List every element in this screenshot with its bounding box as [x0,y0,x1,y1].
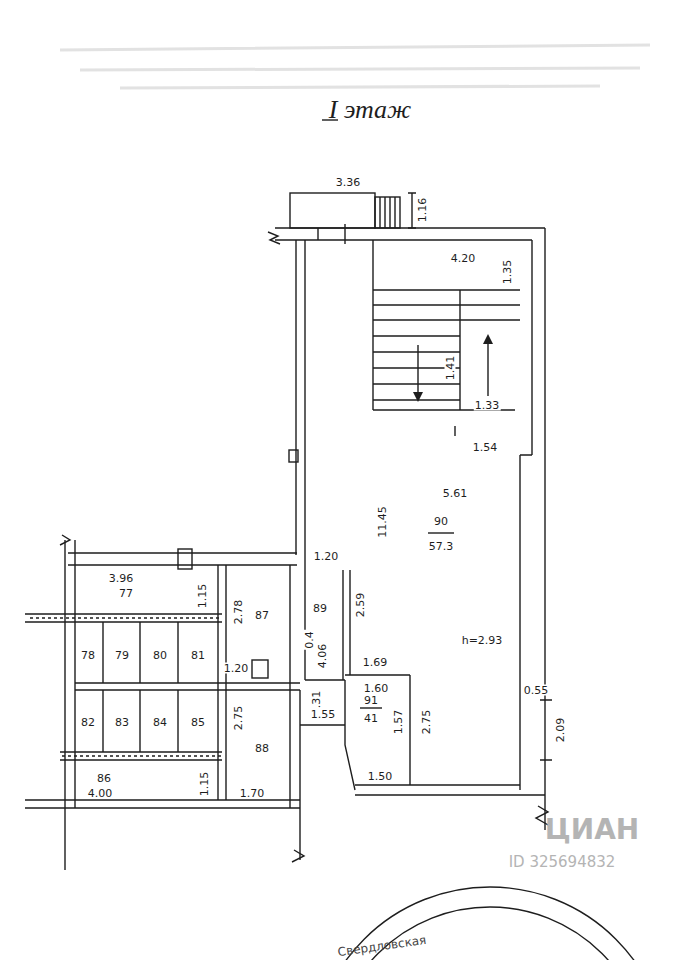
plan-label: 1.70 [239,788,266,799]
plan-label: 57.3 [428,541,455,552]
plan-label: 4.00 [87,788,114,799]
plan-label: 4.20 [450,253,477,264]
plan-label: 87 [254,610,270,621]
plan-label: 1.15 [199,771,210,798]
plan-label: 1.60 [363,683,390,694]
plan-label: 85 [190,717,206,728]
plan-label: 79 [114,650,130,661]
plan-label: 83 [114,717,130,728]
plan-label: 82 [80,717,96,728]
plan-label: 2.75 [233,705,244,732]
plan-label: 80 [152,650,168,661]
watermark: ЦИАН [544,816,641,844]
plan-label: 1.50 [367,771,394,782]
plan-label: 5.61 [442,488,469,499]
plan-label: 81 [190,650,206,661]
plan-label: 2.75 [421,709,432,736]
plan-label: 2.09 [555,717,566,744]
plan-label: 89 [312,603,328,614]
plan-label: 3.96 [108,573,135,584]
plan-label: 1.69 [362,657,389,668]
plan-label: 88 [254,743,270,754]
plan-label: 0.4 [304,630,315,650]
plan-label: 1.57 [393,709,404,736]
plan-label: 2.78 [233,599,244,626]
plan-label: h=2.93 [461,635,504,646]
plan-label: 84 [152,717,168,728]
plan-label: 1.20 [313,551,340,562]
plan-label: 1.20 [223,663,250,674]
plan-label: 90 [433,516,449,527]
watermark: ID 325694832 [508,855,617,870]
stamp-text: Свердловская [336,934,428,959]
plan-label: 1.15 [197,583,208,610]
plan-label: 86 [96,773,112,784]
plan-label: 1.35 [502,259,513,286]
plan-label: 2.59 [355,592,366,619]
plan-label: 1.41 [445,355,456,382]
plan-label: 78 [80,650,96,661]
plan-label: 1.16 [417,197,428,224]
plan-label: 3.36 [335,177,362,188]
plan-label: 0.55 [523,685,550,696]
floor-title: I этаж [329,97,412,123]
plan-label: 4.06 [317,643,328,670]
plan-label: 77 [118,588,134,599]
plan-label: 11.45 [377,505,388,539]
plan-label: 91 [363,695,379,706]
plan-label: 1.54 [472,442,499,453]
plan-label: 41 [363,713,379,724]
plan-label: 1.55 [310,709,337,720]
plan-label: 1.33 [474,400,501,411]
